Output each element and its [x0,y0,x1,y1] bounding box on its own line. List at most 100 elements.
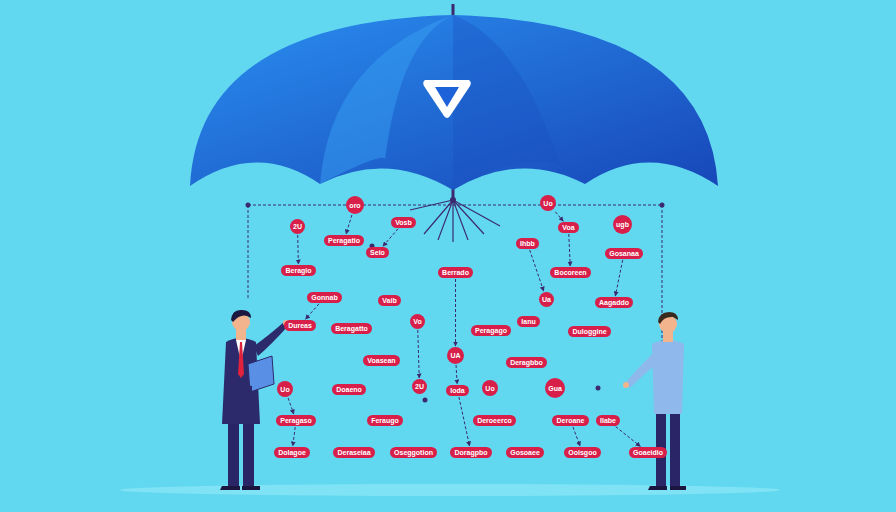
node-pill: Ihbb [516,238,539,249]
node-label: Gonnab [311,293,337,302]
frame-dot [660,203,665,208]
node-label: 2U [415,382,424,391]
node-label: Uo [543,199,552,208]
node-label: Dureas [288,321,312,330]
node-circle: Vo [410,314,425,329]
node-label: Ua [542,295,551,304]
dashed-connector [555,212,563,221]
node-circle: Ua [539,292,554,307]
node-pill: Peragago [471,325,511,336]
shirt [652,340,684,414]
node-pill: Beragio [281,265,316,276]
node-label: Dolagoe [278,448,306,457]
node-circle: Uo [277,381,293,397]
node-pill: Aagaddo [595,297,633,308]
node-label: Peragago [475,326,507,335]
node-pill: Peragaso [276,415,316,426]
node-pill: Ioda [446,385,469,396]
node-pill: Deraseiaa [333,447,375,458]
node-label: Duloggine [572,327,606,336]
node-label: Beragio [285,266,311,275]
node-label: Deroane [556,416,584,425]
node-label: Goaeidio [633,448,663,457]
node-label: Ihbb [520,239,535,248]
node-label: ugb [616,220,629,229]
node-pill: Doragpbo [450,447,492,458]
node-circle: UA [447,347,464,364]
dashed-connector [346,215,352,234]
dashed-connector [456,365,457,384]
node-pill: Feraugo [367,415,403,426]
fan-line [453,200,468,240]
arm [626,350,662,388]
frame-dots [246,203,665,403]
node-pill: Voasean [363,355,400,366]
fan-line [410,200,453,210]
node-label: Uo [485,384,494,393]
node-label: Vaib [382,296,396,305]
fan-line [452,200,453,242]
node-label: Deroeerco [477,416,512,425]
node-label: oro [349,201,360,210]
node-label: Ianu [521,317,535,326]
dashed-connector [569,234,570,266]
node-pill: Berrado [438,267,473,278]
node-circle: Uo [540,195,556,211]
frame [248,205,662,440]
node-label: Berrado [442,268,469,277]
node-label: Gosanaa [609,249,639,258]
logo-triangle [435,87,459,107]
frame-dot [596,386,601,391]
dashed-connector [383,229,398,246]
node-pill: Gonnab [307,292,342,303]
node-label: Uo [280,385,289,394]
arm [226,372,252,392]
fan-line [453,200,500,226]
dashed-connector [616,427,641,447]
node-label: 2U [293,222,302,231]
right-person [623,312,686,490]
node-label: Feraugo [371,416,399,425]
node-pill: Oseggotion [390,447,437,458]
node-pill: Vaib [378,295,401,306]
node-pill: Dolagoe [274,447,310,458]
node-circle: oro [346,196,364,214]
hand [623,382,629,388]
node-pill: Beragatto [331,323,372,334]
dashed-connector [455,279,456,346]
node-pill: Ilabe [596,415,620,426]
dashed-connector [288,398,294,414]
node-label: Deraseiaa [337,448,370,457]
node-pill: Goaeidio [629,447,667,458]
node-label: Ooisgoo [568,448,596,457]
node-pill: Voa [558,222,579,233]
node-pill: Dureas [284,320,316,331]
fan-line [438,200,453,240]
node-pill: Vosb [391,217,416,228]
node-label: Vo [413,317,421,326]
node-label: Peragaso [280,416,312,425]
leg [670,410,680,486]
node-label: Gosoaee [510,448,540,457]
dashed-connector [459,397,470,446]
leg [228,420,239,486]
node-label: Beragatto [335,324,368,333]
node-circle: Gua [545,378,565,398]
node-circle: 2U [290,219,305,234]
node-label: Ioda [450,386,464,395]
node-pill: Doaeno [332,384,366,395]
canopy-shade [453,15,560,190]
frame-dot [423,398,428,403]
node-label: Vosb [395,218,412,227]
node-pill: Deroeerco [473,415,516,426]
node-label: Voasean [367,356,395,365]
fan-lines [410,200,500,242]
dashed-connector [305,304,319,319]
node-label: Doragpbo [454,448,487,457]
node-pill: Seio [366,247,389,258]
hair [658,312,678,324]
